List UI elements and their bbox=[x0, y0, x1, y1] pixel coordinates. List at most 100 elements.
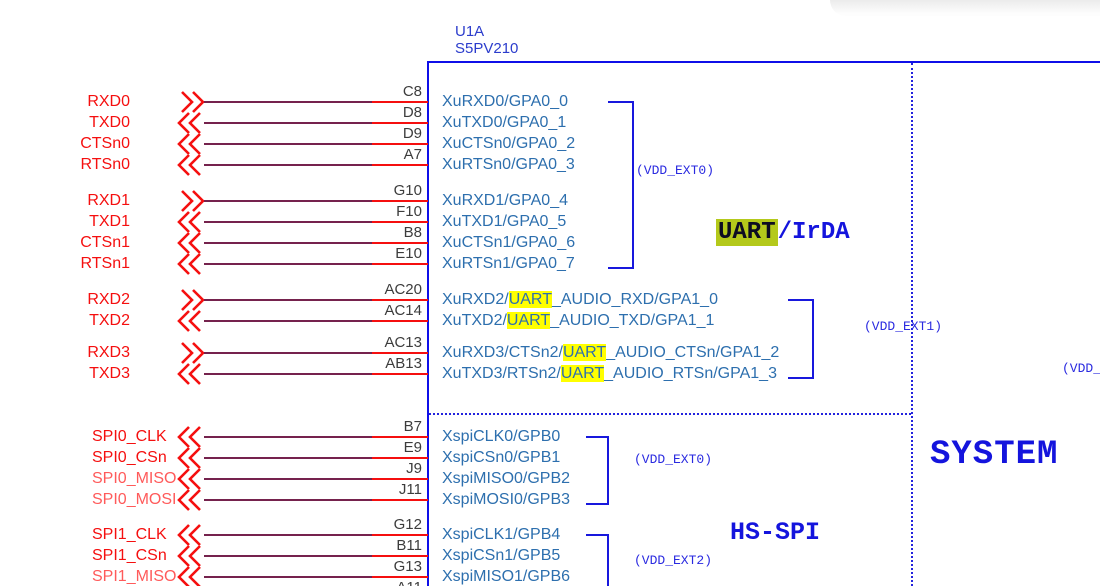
signal-label: RTSn1 bbox=[80, 255, 130, 272]
pin-number: B8 bbox=[403, 224, 422, 241]
wire-segment bbox=[204, 555, 372, 557]
pin-name-text: XuRXD2/ bbox=[442, 291, 509, 308]
pin-name: XuRTSn0/GPA0_3 bbox=[442, 156, 575, 174]
pin-number: D8 bbox=[402, 104, 422, 121]
wire-pin-stub bbox=[372, 478, 428, 480]
pin-name-text: XspiCSn0/GPB1 bbox=[442, 449, 561, 466]
uart-highlighted-text: UART bbox=[716, 219, 778, 246]
chip-outline-left bbox=[427, 61, 429, 586]
section-divider-vertical bbox=[911, 63, 913, 586]
wire-segment bbox=[204, 576, 372, 578]
wire-segment bbox=[204, 221, 372, 223]
offpage-connector-out-icon bbox=[177, 489, 201, 511]
offpage-connector-out-icon bbox=[177, 545, 201, 567]
signal-label: SPI0_MOSI bbox=[92, 491, 177, 508]
section-label-hs-spi: HS-SPI bbox=[730, 518, 821, 547]
wire-segment bbox=[204, 164, 372, 166]
wire-segment bbox=[204, 200, 372, 202]
wire-segment bbox=[204, 373, 372, 375]
pin-name-highlight: UART bbox=[562, 344, 607, 361]
pin-name-text: XuRXD0/GPA0_0 bbox=[442, 93, 568, 110]
pin-number: AC13 bbox=[384, 334, 422, 351]
offpage-connector-out-icon bbox=[177, 426, 201, 448]
wire-pin-stub bbox=[372, 299, 428, 301]
offpage-connector-out-icon bbox=[177, 253, 201, 275]
wire-segment bbox=[204, 436, 372, 438]
wire-segment bbox=[204, 263, 372, 265]
pin-name-text: XuTXD3/RTSn2/ bbox=[442, 365, 561, 382]
pin-name: XuRXD3/CTSn2/UART_AUDIO_CTSn/GPA1_2 bbox=[442, 344, 779, 362]
power-rail-label: (VDD_EXT1) bbox=[864, 319, 943, 334]
component-part-number: S5PV210 bbox=[455, 40, 519, 57]
offpage-connector-in-icon bbox=[181, 190, 205, 212]
section-label-uart-irda: UART/IrDA bbox=[716, 219, 850, 246]
wire-pin-stub bbox=[372, 242, 428, 244]
offpage-connector-out-icon bbox=[177, 310, 201, 332]
signal-label: SPI0_CLK bbox=[92, 428, 167, 445]
wire-segment bbox=[204, 352, 372, 354]
pin-name-text: XuCTSn0/GPA0_2 bbox=[442, 135, 576, 152]
chip-outline-top bbox=[427, 61, 1100, 63]
offpage-connector-out-icon bbox=[177, 566, 201, 586]
wire-segment bbox=[204, 320, 372, 322]
wire-pin-stub bbox=[372, 200, 428, 202]
power-rail-label: (VDD_EXT0) bbox=[634, 452, 713, 467]
pin-name: XuTXD3/RTSn2/UART_AUDIO_RTSn/GPA1_3 bbox=[442, 365, 777, 383]
pin-number: AC20 bbox=[384, 281, 422, 298]
pin-name-highlight: UART bbox=[560, 365, 605, 382]
pin-name: XspiCLK1/GPB4 bbox=[442, 526, 560, 544]
pin-name-text: XspiCSn1/GPB5 bbox=[442, 547, 561, 564]
pin-name: XspiCSn0/GPB1 bbox=[442, 449, 560, 467]
signal-label: RXD2 bbox=[87, 291, 130, 308]
pin-name-text: _AUDIO_RTSn/GPA1_3 bbox=[604, 365, 777, 382]
pin-number: J11 bbox=[398, 481, 422, 498]
wire-pin-stub bbox=[372, 534, 428, 536]
signal-label: RXD1 bbox=[87, 192, 130, 209]
pin-name-text: _AUDIO_CTSn/GPA1_2 bbox=[606, 344, 780, 361]
pin-name-text: XspiCLK0/GPB0 bbox=[442, 428, 561, 445]
offpage-connector-out-icon bbox=[177, 133, 201, 155]
offpage-connector-in-icon bbox=[181, 289, 205, 311]
pin-name: XuCTSn1/GPA0_6 bbox=[442, 234, 575, 252]
power-group-bracket bbox=[586, 436, 609, 505]
pin-name-text: _AUDIO_TXD/GPA1_1 bbox=[550, 312, 715, 329]
pin-name: XuTXD0/GPA0_1 bbox=[442, 114, 566, 132]
signal-label: TXD3 bbox=[89, 365, 130, 382]
signal-label: RTSn0 bbox=[80, 156, 130, 173]
signal-label: SPI1_CSn bbox=[92, 547, 167, 564]
pin-name: XspiCSn1/GPB5 bbox=[442, 547, 560, 565]
signal-label: RXD0 bbox=[87, 93, 130, 110]
pin-number: G13 bbox=[393, 558, 422, 575]
signal-label: RXD3 bbox=[87, 344, 130, 361]
pin-name-text: XspiMISO1/GPB6 bbox=[442, 568, 571, 585]
pin-name: XspiCLK0/GPB0 bbox=[442, 428, 560, 446]
wire-pin-stub bbox=[372, 373, 428, 375]
pin-number: G10 bbox=[393, 182, 422, 199]
wire-segment bbox=[204, 499, 372, 501]
pin-name: XuRXD0/GPA0_0 bbox=[442, 93, 568, 111]
offpage-connector-out-icon bbox=[177, 363, 201, 385]
wire-pin-stub bbox=[372, 122, 428, 124]
vdd-label-clipped: (VDD_ bbox=[1062, 361, 1100, 376]
pin-name-text: XuCTSn1/GPA0_6 bbox=[442, 234, 576, 251]
pin-number: E9 bbox=[403, 439, 422, 456]
wire-segment bbox=[204, 122, 372, 124]
pin-name: XuRXD1/GPA0_4 bbox=[442, 192, 568, 210]
section-label-system: SYSTEM bbox=[930, 436, 1059, 474]
signal-label: SPI0_MISO bbox=[92, 470, 177, 487]
signal-label: SPI1_MISO bbox=[92, 568, 177, 585]
pin-name: XuTXD2/UART_AUDIO_TXD/GPA1_1 bbox=[442, 312, 714, 330]
wire-pin-stub bbox=[372, 555, 428, 557]
pin-number: B7 bbox=[403, 418, 422, 435]
power-rail-label: (VDD_EXT2) bbox=[634, 553, 713, 568]
pin-name-highlight: UART bbox=[506, 312, 551, 329]
wire-pin-stub bbox=[372, 221, 428, 223]
wire-segment bbox=[204, 242, 372, 244]
viewer-toolbar-shadow bbox=[830, 0, 1100, 16]
pin-name: XspiMISO1/GPB6 bbox=[442, 568, 570, 586]
power-group-bracket bbox=[586, 534, 609, 586]
pin-name-text: XuRXD1/GPA0_4 bbox=[442, 192, 568, 209]
pin-name-text: XuTXD2/ bbox=[442, 312, 507, 329]
signal-label: SPI0_CSn bbox=[92, 449, 167, 466]
